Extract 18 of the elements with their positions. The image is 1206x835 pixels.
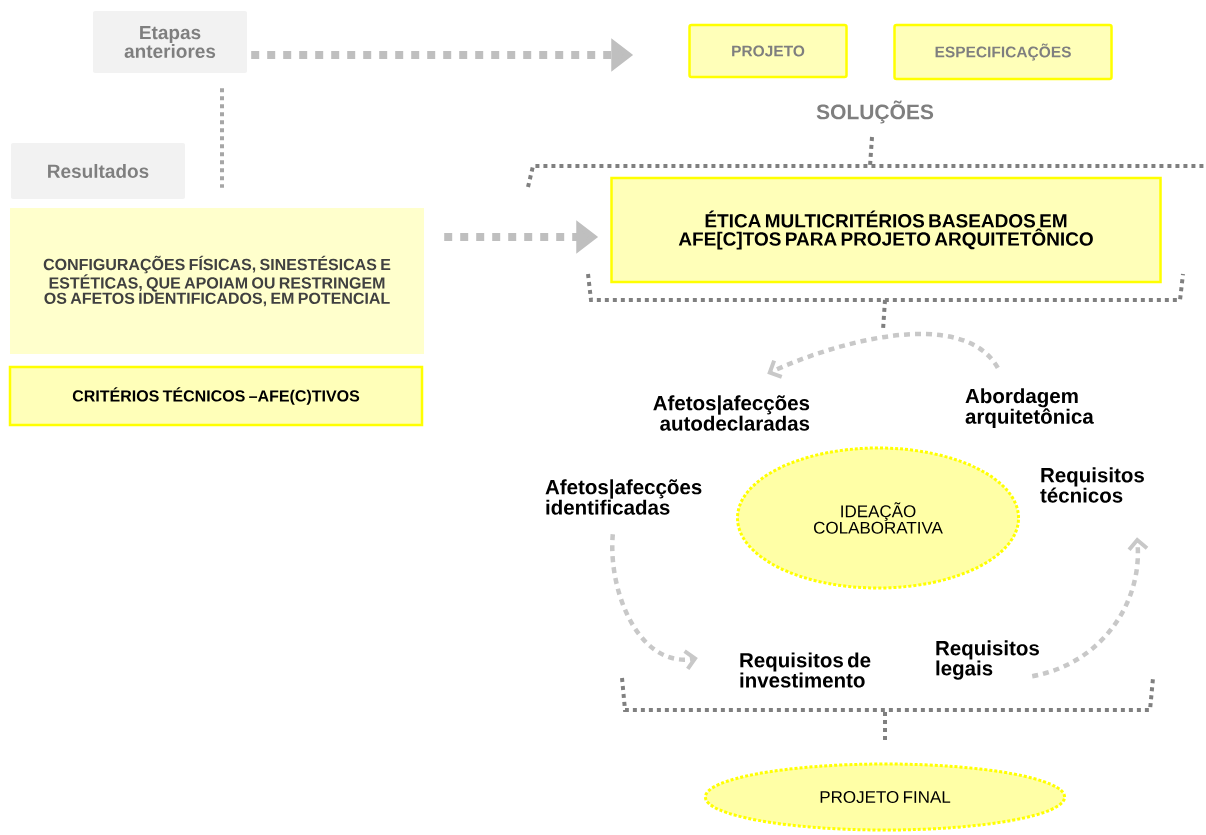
label-box: ÉTICA MULTICRITÉRIOS BASEADOS EM AFE[C]TOS PARA PROJETO ARQUITETÔNICO	[610, 176, 1162, 284]
stage-box: Resultados	[11, 143, 185, 199]
text-label: Afetos|afecções identificadas	[545, 479, 702, 515]
label-box: ESPECIFICAÇÕES	[893, 23, 1113, 81]
arrow	[1031, 537, 1149, 679]
text-label: Requisitos de investimento	[740, 652, 871, 688]
arrow	[767, 331, 1000, 379]
arrow	[610, 534, 698, 671]
section-label: SOLUÇÕES	[816, 100, 934, 124]
text-label: Afetos|afecções autodeclaradas	[653, 395, 810, 431]
text-label: Abordagem arquitetônica	[965, 388, 1094, 428]
text-panel: CONFIGURAÇÕES FÍSICAS, SINESTÉSICAS E ESTÉTICAS, QUE APOIAM OU RESTRINGEM OS AFETOS IDENTIFICADOS, EM POTENCIAL	[10, 208, 424, 354]
label-box: PROJETO	[688, 23, 848, 79]
label-box: CRITÉRIOS TÉCNICOS –AFE(C)TIVOS	[8, 365, 424, 427]
text-label: Requisitos legais	[936, 640, 1039, 680]
stage-box: Etapas anteriores	[93, 11, 247, 73]
connector-line	[220, 88, 224, 188]
text-label: Requisitos técnicos	[1040, 467, 1144, 503]
